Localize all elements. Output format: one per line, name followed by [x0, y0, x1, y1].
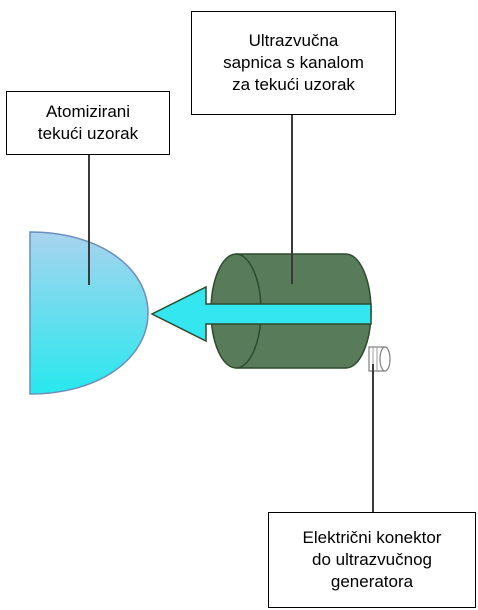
liquid-flow-arrow-icon: [150, 285, 372, 343]
ultrasonic-nozzle-label: Ultrazvučna sapnica s kanalom za tekući …: [191, 11, 396, 115]
ultrasonic-nozzle-label-line-1: Ultrazvučna: [248, 31, 339, 50]
electrical-connector-label-line-3: generatora: [330, 572, 414, 591]
ultrasonic-nozzle-label-line-2: sapnica s kanalom: [223, 53, 364, 72]
atomized-sample-label-line-2: tekući uzorak: [37, 124, 139, 143]
electrical-connector-label: Električni konektor do ultrazvučnog gene…: [268, 512, 476, 608]
atomized-sample-label-line-1: Atomizirani: [45, 102, 131, 121]
ultrasonic-nozzle-label-line-3: za tekući uzorak: [232, 75, 355, 94]
electrical-connector-label-line-1: Električni konektor: [302, 528, 442, 547]
electrical-connector-label-line-2: do ultrazvučnog: [311, 550, 433, 569]
connector-plug-icon: [368, 346, 391, 372]
atomized-sample-label: Atomizirani tekući uzorak: [6, 91, 170, 155]
